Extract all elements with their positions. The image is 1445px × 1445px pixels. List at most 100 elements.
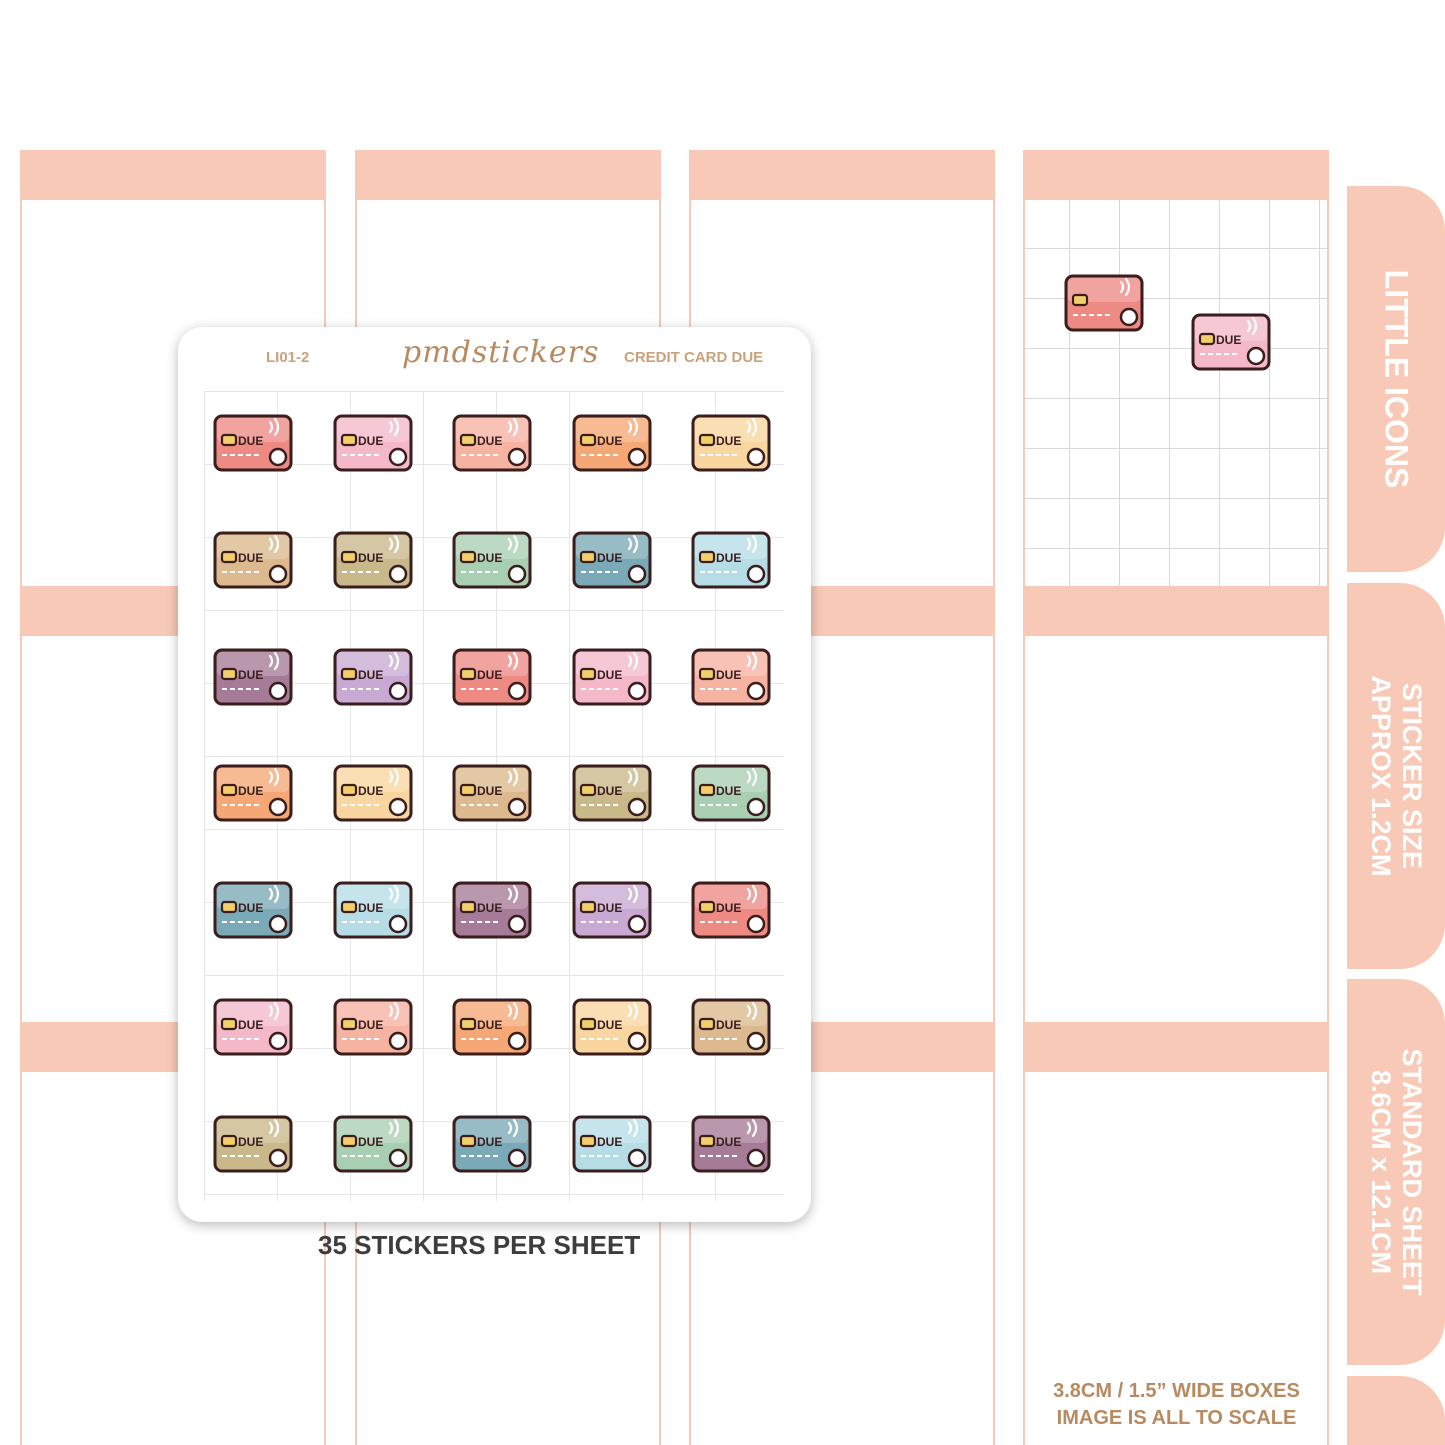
credit-card-icon: DUE — [691, 531, 771, 589]
credit-card-icon: DUE — [572, 764, 651, 822]
card-due-label: DUE — [477, 784, 502, 798]
card-due-label: DUE — [238, 784, 263, 798]
side-tab-line: STANDARD SHEET — [1397, 1048, 1427, 1296]
planner-column-4 — [1023, 150, 1329, 1445]
side-tab-label: LITTLE ICONS — [1378, 269, 1415, 489]
side-tab-line: 8.6CM x 12.1CM — [1366, 1069, 1396, 1275]
sticker-item: DUE — [451, 997, 533, 1059]
footer-line-1: 3.8CM / 1.5” WIDE BOXES — [1053, 1380, 1300, 1402]
card-due-label: DUE — [358, 668, 383, 682]
sticker-grid: DUE DUE DUE DUE DUE DUE DUE DUE DUE DUE DUE DUE DUE D… — [212, 413, 778, 1203]
sticker-item: DUE — [571, 530, 653, 592]
credit-card-icon: DUE — [1191, 313, 1271, 371]
column-header-band — [1023, 150, 1329, 200]
credit-card-icon: DUE — [333, 881, 412, 939]
card-due-label: DUE — [716, 784, 741, 798]
credit-card-icon: DUE — [452, 414, 532, 472]
sticker-item: DUE — [451, 413, 533, 475]
side-tab-standard-sheet: STANDARD SHEET 8.6CM x 12.1CM — [1347, 979, 1445, 1365]
card-due-label: DUE — [477, 434, 502, 448]
sticker-item: DUE — [451, 1114, 533, 1176]
sticker-item: DUE — [571, 997, 653, 1059]
sticker-item: DUE — [212, 880, 294, 942]
credit-card-icon: DUE — [213, 764, 293, 822]
sticker-item: DUE — [212, 530, 294, 592]
card-due-label: DUE — [716, 551, 741, 565]
demo-sticker: DUE — [1190, 312, 1276, 376]
card-due-label: DUE — [716, 1135, 741, 1149]
credit-card-icon: DUE — [333, 414, 412, 472]
card-due-label: DUE — [477, 901, 502, 915]
side-tab-line: STICKER SIZE — [1397, 682, 1427, 870]
credit-card-icon: DUE — [452, 1115, 532, 1173]
card-due-label: DUE — [358, 784, 383, 798]
sticker-item: DUE — [571, 1114, 653, 1176]
credit-card-icon: DUE — [213, 414, 293, 472]
sticker-item: DUE — [690, 997, 772, 1059]
demo-sticker — [1063, 273, 1149, 337]
sticker-item: DUE — [212, 647, 294, 709]
card-due-label: DUE — [477, 668, 502, 682]
card-due-label: DUE — [358, 551, 383, 565]
sticker-item: DUE — [690, 880, 772, 942]
card-due-label: DUE — [477, 551, 502, 565]
column-header-band — [20, 150, 326, 200]
sticker-item: DUE — [690, 647, 772, 709]
credit-card-icon: DUE — [213, 648, 293, 706]
card-due-label: DUE — [358, 434, 383, 448]
sticker-item: DUE — [451, 880, 533, 942]
card-due-label: DUE — [238, 1018, 263, 1032]
sticker-item: DUE — [571, 647, 653, 709]
credit-card-icon: DUE — [452, 764, 532, 822]
credit-card-icon: DUE — [572, 1115, 651, 1173]
credit-card-icon: DUE — [691, 998, 771, 1056]
credit-card-icon: DUE — [452, 531, 532, 589]
credit-card-icon: DUE — [572, 414, 651, 472]
card-due-label: DUE — [477, 1135, 502, 1149]
credit-card-icon: DUE — [213, 881, 293, 939]
card-due-label: DUE — [238, 1135, 263, 1149]
card-due-label: DUE — [238, 434, 263, 448]
brand-logo: pmdstickers — [402, 335, 600, 370]
credit-card-icon: DUE — [213, 1115, 293, 1173]
side-tab-label: STANDARD SHEET 8.6CM x 12.1CM — [1365, 1048, 1427, 1295]
sticker-item: DUE — [332, 763, 414, 825]
credit-card-icon: DUE — [213, 531, 293, 589]
column-header-band — [355, 150, 661, 200]
sticker-item: DUE — [451, 763, 533, 825]
card-due-label: DUE — [597, 1135, 622, 1149]
credit-card-icon: DUE — [691, 1115, 771, 1173]
credit-card-icon: DUE — [572, 648, 651, 706]
sticker-item: DUE — [332, 530, 414, 592]
credit-card-icon: DUE — [691, 414, 771, 472]
credit-card-icon: DUE — [333, 531, 412, 589]
sticker-item: DUE — [212, 763, 294, 825]
column-divider-band — [1023, 586, 1329, 636]
sticker-item: DUE — [332, 1114, 414, 1176]
card-due-label: DUE — [716, 434, 741, 448]
card-due-label: DUE — [238, 901, 263, 915]
sticker-item: DUE — [212, 997, 294, 1059]
sticker-item: DUE — [571, 413, 653, 475]
column-header-band — [689, 150, 995, 200]
side-tab-label: STICKER SIZE APPROX 1.2CM — [1365, 675, 1427, 876]
sticker-item: DUE — [332, 880, 414, 942]
sticker-item: DUE — [332, 413, 414, 475]
sticker-item: DUE — [690, 1114, 772, 1176]
sticker-item: DUE — [690, 763, 772, 825]
card-due-label: DUE — [716, 668, 741, 682]
credit-card-icon — [1064, 274, 1144, 332]
credit-card-icon: DUE — [691, 764, 771, 822]
card-due-label: DUE — [358, 1018, 383, 1032]
column-divider-band — [1023, 1022, 1329, 1072]
credit-card-icon: DUE — [691, 881, 771, 939]
credit-card-icon: DUE — [333, 1115, 412, 1173]
sticker-item: DUE — [332, 647, 414, 709]
credit-card-icon: DUE — [452, 881, 532, 939]
credit-card-icon: DUE — [213, 998, 293, 1056]
card-due-label: DUE — [238, 668, 263, 682]
card-due-label: DUE — [716, 1018, 741, 1032]
sheet-code: LI01-2 — [266, 349, 310, 366]
sticker-item: DUE — [212, 1114, 294, 1176]
